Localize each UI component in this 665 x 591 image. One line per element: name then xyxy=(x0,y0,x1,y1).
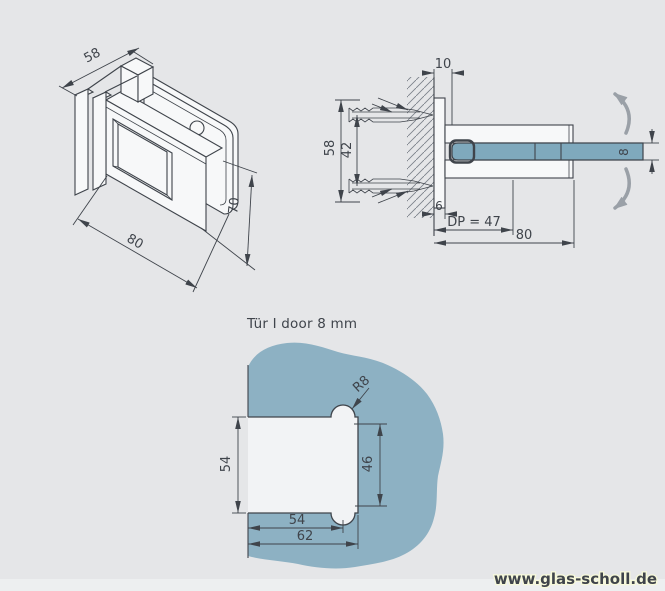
iso-cover-edge-1 xyxy=(112,118,119,125)
swing-arrow-up-icon xyxy=(613,92,631,135)
iso-glass-plate-chamfer xyxy=(149,89,227,206)
dim42-label: 42 xyxy=(340,142,355,159)
iso-dim70-ext1 xyxy=(222,160,258,174)
iso-dim80-line xyxy=(77,218,198,289)
dim54b-label: 54 xyxy=(289,513,306,528)
wall-section-view: 10 58 42 6 DP = 47 80 8 xyxy=(323,57,659,248)
iso-back-slab-right xyxy=(137,66,154,103)
dim58s-label: 58 xyxy=(323,140,338,157)
iso-dim80-ext1 xyxy=(72,175,108,226)
iso-dim80-label: 80 xyxy=(124,231,146,252)
dim10-label: 10 xyxy=(435,57,452,72)
page-bottom-strip xyxy=(0,579,665,591)
watermark-text: www.glas-scholl.de xyxy=(494,570,657,588)
isometric-hinge-view: 58 80 70 xyxy=(58,45,258,293)
dim62-label: 62 xyxy=(297,529,314,544)
iso-wall-bar-a xyxy=(74,88,89,196)
wall-anchor-bottom xyxy=(348,178,434,204)
cutout-title: Tür I door 8 mm xyxy=(246,316,357,332)
dimdp-label: DP = 47 xyxy=(447,215,501,230)
dim6-label: 6 xyxy=(435,199,443,213)
glass-pane-section xyxy=(451,142,644,161)
swing-arrow-down-icon xyxy=(613,167,631,210)
dim46-label: 46 xyxy=(361,456,376,473)
cutout-fill xyxy=(248,405,358,525)
iso-dim58-label: 58 xyxy=(82,45,104,66)
dim80s-label: 80 xyxy=(516,228,533,243)
cutout-outline xyxy=(248,404,359,526)
iso-cover-edge-2 xyxy=(112,165,119,168)
dimr8-leader xyxy=(351,387,370,410)
iso-dim80-ext2 xyxy=(192,213,230,293)
iso-dim70-label: 70 xyxy=(226,197,243,215)
iso-body-seam xyxy=(105,106,207,165)
iso-dim58-line xyxy=(61,47,140,89)
glass-cutout-view: Tür I door 8 mm 54 46 R8 54 62 xyxy=(219,316,444,569)
dim8-label: 8 xyxy=(617,148,631,156)
iso-dim70-line xyxy=(244,174,255,267)
glass-gasket xyxy=(448,139,476,164)
wall-hatch xyxy=(407,77,434,218)
dim54l-label: 54 xyxy=(219,456,234,473)
wall-plate xyxy=(433,97,446,209)
iso-wall-bar-b xyxy=(92,91,107,191)
iso-cover-edge-3 xyxy=(166,194,173,201)
